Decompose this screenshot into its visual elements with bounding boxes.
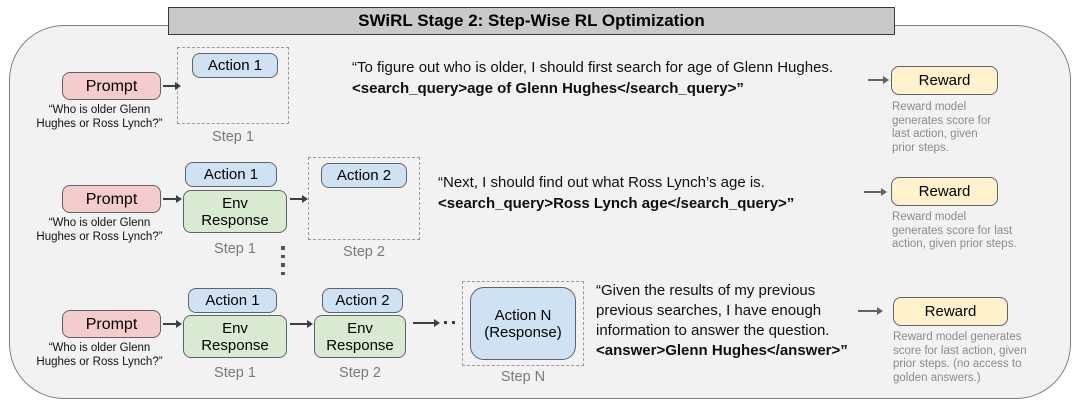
diagram-title-text: SWiRL Stage 2: Step-Wise RL Optimization — [358, 11, 705, 30]
quote-line-bold: <answer>Glenn Hughes</answer>” — [596, 342, 848, 359]
step2-dashed-frame-row2 — [308, 157, 420, 240]
arrow-prompt-to-step1-row2 — [163, 195, 182, 202]
arrow-prompt-to-step1-row1 — [163, 82, 181, 89]
prompt-caption-row1: “Who is older Glenn Hughes or Ross Lynch… — [12, 103, 187, 131]
diagram-title: SWiRL Stage 2: Step-Wise RL Optimization — [168, 7, 895, 35]
reward-caption-row1: Reward model generates score for last ac… — [892, 101, 992, 154]
step2-label-row3: Step 2 — [339, 365, 381, 381]
prompt-caption-line2: Hughes or Ross Lynch?” — [36, 118, 163, 130]
quote-line-bold: <search_query>Ross Lynch age</search_que… — [438, 195, 795, 212]
prompt-label: Prompt — [85, 77, 138, 95]
actionN-box: Action N (Response) — [470, 287, 576, 360]
action2-box-row3: Action 2 — [322, 288, 403, 313]
prompt-caption-line1: “Who is older Glenn — [48, 104, 151, 116]
prompt-box-row2: Prompt — [62, 185, 161, 213]
reward-caption-row3: Reward model generates score for last ac… — [893, 331, 1027, 384]
quote-line-bold: <search_query>age of Glenn Hughes</searc… — [352, 80, 744, 97]
quote-line: “Next, I should find out what Ross Lynch… — [438, 174, 765, 191]
quote-line: “Given the results of my previous — [596, 282, 816, 299]
prompt-caption-row3: “Who is older Glenn Hughes or Ross Lynch… — [36, 342, 163, 368]
action1-label: Action 1 — [207, 57, 263, 74]
dotted-connector-dot — [452, 321, 455, 324]
stepN-dashed-frame — [462, 281, 584, 366]
action1-box-row3: Action 1 — [188, 288, 277, 313]
arrow-step2-to-stepN — [413, 319, 440, 326]
action1-box-row2: Action 1 — [185, 162, 277, 187]
step1-label-row3: Step 1 — [214, 365, 256, 381]
quote-line: information to answer the question. — [596, 322, 830, 339]
trajectory-quote-row3: “Given the results of my previous previo… — [596, 281, 848, 361]
step2-label-row2: Step 2 — [343, 244, 385, 260]
arrow-prompt-to-step1-row3 — [163, 320, 182, 327]
dotted-connector-dot — [444, 321, 447, 324]
arrow-step1-to-step2-row3 — [290, 320, 313, 327]
reward-label: Reward — [918, 72, 971, 89]
reward-caption-row2: Reward model generates score for last ac… — [892, 211, 1017, 250]
arrow-to-reward-row1 — [868, 76, 889, 83]
prompt-caption-row2: “Who is older Glenn Hughes or Ross Lynch… — [36, 217, 163, 243]
trajectory-quote-row2: “Next, I should find out what Ross Lynch… — [438, 172, 794, 214]
quote-line: “To figure out who is older, I should fi… — [352, 59, 834, 76]
env-response-box-row3-step1: Env Response — [183, 315, 287, 358]
action1-box-row1: Action 1 — [192, 53, 278, 78]
action2-box-row2: Action 2 — [321, 163, 407, 188]
step1-label-row1: Step 1 — [212, 129, 254, 145]
quote-line: previous searches, I have enough — [596, 302, 822, 319]
env-response-box-row3-step2: Env Response — [314, 315, 406, 358]
arrow-to-reward-row2 — [864, 188, 887, 195]
reward-box-row1: Reward — [891, 66, 998, 95]
env-response-box-row2-step1: Env Response — [183, 190, 287, 233]
ellipsis-dots — [281, 246, 285, 275]
arrow-step1-to-step2-row2 — [290, 195, 308, 202]
arrow-to-reward-row3 — [858, 307, 883, 314]
prompt-box-row3: Prompt — [62, 310, 161, 338]
step1-label-row2: Step 1 — [214, 241, 256, 257]
reward-box-row2: Reward — [891, 177, 998, 206]
reward-box-row3: Reward — [893, 297, 1008, 326]
trajectory-quote-row1: “To figure out who is older, I should fi… — [352, 57, 833, 99]
stepN-label: Step N — [500, 369, 546, 385]
prompt-box-row1: Prompt — [62, 72, 161, 100]
